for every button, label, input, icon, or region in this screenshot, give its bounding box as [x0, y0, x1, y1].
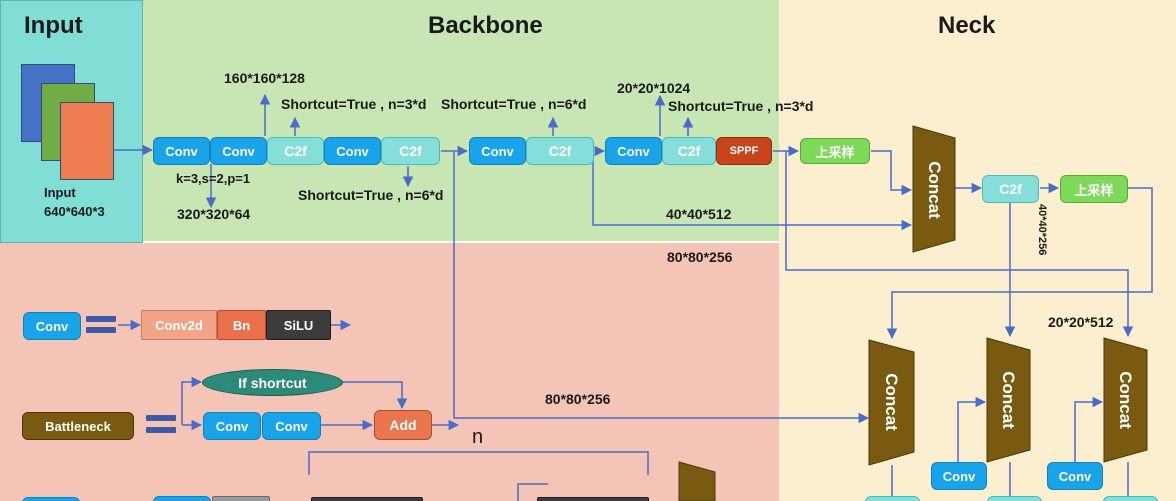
concat-n1-shape [868, 339, 915, 466]
legend-partial-dark-1[interactable] [311, 497, 423, 501]
backbone-conv-1[interactable]: Conv [153, 137, 210, 165]
input-image-orange [60, 102, 114, 180]
backbone-c2f-4[interactable]: C2f [662, 137, 716, 165]
concat-top-shape [912, 125, 956, 253]
p4-output-size: 40*40*512 [666, 206, 732, 222]
repeat-bracket [308, 451, 649, 475]
legend-region [0, 243, 779, 501]
arrow-ifs-to-add [343, 381, 408, 410]
neck-concat-3-label: Concat [999, 371, 1018, 429]
legend-partial-conv-2[interactable] [153, 496, 211, 501]
concat-n3-shape [1103, 337, 1148, 463]
backbone-conv-4[interactable]: Conv [469, 137, 526, 165]
input-size: 640*640*3 [44, 204, 105, 219]
neck-concat-1-label: Concat [925, 161, 944, 219]
legend-bneck-conv-2[interactable]: Conv [262, 412, 321, 440]
backbone-sppf[interactable]: SPPF [716, 137, 772, 165]
legend-conv-equals-top [86, 316, 116, 322]
arrow-sppf-route [785, 151, 1134, 338]
neck-concat-4-label: Concat [1116, 371, 1135, 429]
stage2-shortcut: Shortcut=True , n=6*d [298, 187, 444, 203]
legend-partial-block[interactable] [212, 496, 270, 501]
stem-output-size: 320*320*64 [177, 206, 251, 222]
legend-bneck-equals-bottom [146, 427, 176, 433]
p3-output-size: 80*80*256 [667, 249, 733, 265]
legend-conv-equals-bottom [86, 327, 116, 333]
partial-wire [517, 483, 548, 501]
p3-route-size: 80*80*256 [545, 391, 611, 407]
backbone-c2f-1[interactable]: C2f [267, 137, 324, 165]
arrow-conv-to-concat3 [1074, 396, 1104, 462]
arrow-p3-route [453, 151, 870, 424]
legend-if-shortcut[interactable]: If shortcut [202, 369, 343, 396]
repeat-count: n [472, 426, 484, 448]
neck-vertical-size: 40*40*256 [1036, 204, 1048, 256]
neck-c2f-partial-1[interactable] [865, 496, 920, 501]
legend-battleneck[interactable]: Battleneck [22, 412, 134, 440]
legend-silu[interactable]: SiLU [266, 310, 331, 340]
neck-c2f-partial-3[interactable] [1103, 496, 1158, 501]
backbone-conv-2[interactable]: Conv [210, 137, 267, 165]
stem-params: k=3,s=2,p=1 [176, 171, 251, 186]
stage4-output-size: 20*20*1024 [617, 80, 691, 96]
legend-partial-dark-2[interactable] [537, 497, 649, 501]
backbone-region [143, 0, 779, 241]
legend-add[interactable]: Add [374, 410, 432, 440]
stage1-shortcut: Shortcut=True , n=3*d [281, 96, 427, 112]
neck-concat-2-label: Concat [882, 373, 901, 431]
arrow-conv-to-concat2 [957, 396, 987, 462]
neck-conv-1[interactable]: Conv [931, 462, 987, 490]
legend-bneck-conv-1[interactable]: Conv [203, 412, 261, 440]
backbone-c2f-2[interactable]: C2f [381, 137, 440, 165]
legend-bneck-equals-top [146, 415, 176, 421]
neck-c2f-partial-2[interactable] [987, 496, 1042, 501]
stage4-shortcut: Shortcut=True , n=3*d [668, 98, 814, 114]
neck-title: Neck [938, 12, 996, 39]
neck-conv-2[interactable]: Conv [1047, 462, 1103, 490]
arrow-up-to-concat [871, 150, 913, 196]
legend-conv2d[interactable]: Conv2d [141, 310, 217, 340]
legend-bn[interactable]: Bn [217, 310, 266, 340]
arrow-up-to-left-concat [886, 187, 1153, 340]
arrow-bneck-branch [181, 376, 203, 425]
backbone-conv-3[interactable]: Conv [324, 137, 381, 165]
legend-partial-conv-1[interactable] [22, 497, 80, 501]
backbone-conv-5[interactable]: Conv [605, 137, 662, 165]
input-title: Input [24, 12, 83, 39]
input-label: Input [44, 185, 76, 200]
neck-c2f-1[interactable]: C2f [982, 175, 1039, 203]
arrow-p4-to-concat [592, 151, 913, 231]
neck-upsample-1[interactable]: 上采样 [800, 138, 870, 164]
legend-conv[interactable]: Conv [23, 312, 81, 340]
stage3-shortcut: Shortcut=True , n=6*d [441, 96, 587, 112]
backbone-title: Backbone [428, 12, 543, 39]
backbone-c2f-3[interactable]: C2f [526, 137, 594, 165]
concat-n2-shape [986, 337, 1031, 463]
neck-upsample-2[interactable]: 上采样 [1060, 175, 1128, 203]
concat-partial-shape [678, 461, 716, 501]
neck-p5-size: 20*20*512 [1048, 314, 1114, 330]
stage1-output-size: 160*160*128 [224, 70, 305, 86]
